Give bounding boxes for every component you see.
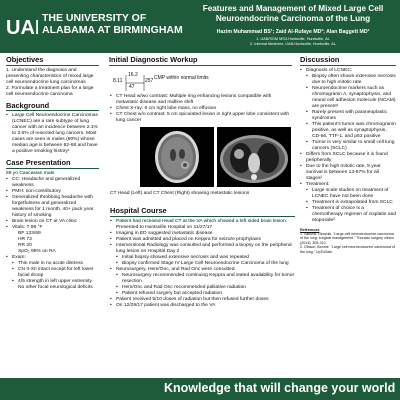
authors: Hazim Muhammad BS¹; Zaid Al-Rufaye MD²; … — [216, 29, 370, 35]
hospital-heading: Hospital Course — [110, 206, 167, 215]
affiliation-2: 2. Internal Medicine, UAB-Huntsville, Hu… — [250, 42, 336, 46]
list-item: Patient had received Head CT at the VA w… — [110, 219, 295, 231]
list-item: Chest X-ray: 6 cm right lobe mass, no ef… — [110, 106, 295, 112]
tagline: Knowledge that will change your world — [164, 381, 396, 395]
list-item: Differs from SCLC because it is found pe… — [300, 152, 396, 164]
poster-footer: Knowledge that will change your world — [0, 378, 400, 400]
cmp-diagram — [125, 75, 145, 91]
list-item: Neuroendocrine markers such as chromogra… — [300, 86, 396, 110]
discussion-heading: Discussion — [300, 56, 340, 64]
list-item: Generalized throbbing headache with forg… — [6, 195, 99, 219]
list-item: Large Cell Neuroendocrine Carcinomas (LC… — [6, 113, 99, 155]
references-heading: References — [300, 227, 320, 232]
objective-2: 2. Formulate a treatment plan for a larg… — [6, 85, 94, 97]
list-item: Treatment is extrapolated from SCLC — [300, 200, 396, 206]
list-item: 4/5 strength in left upper extremity. No… — [6, 279, 99, 291]
cmp-value-3: 47 — [129, 84, 135, 90]
reference-2: 2. Gibson, Bonnie. "Large cell neuroendo… — [300, 245, 395, 254]
poster-header: UAB THE UNIVERSITY OF ALABAMA AT BIRMING… — [0, 0, 400, 53]
hospital-course: Hospital Course Patient had received Hea… — [110, 206, 295, 309]
list-item: Thin male in no acute distress — [6, 261, 99, 267]
list-item: Treatment of choice is a chemotherapy re… — [300, 206, 396, 224]
list-item: Due to the high mitotic rate, 5 year sur… — [300, 164, 396, 182]
reference-1: 1. Sakurai, Hiroyuki. "Large-cell neuroe… — [300, 231, 394, 245]
cmp-value-1: 8.11 — [113, 78, 123, 84]
divider — [300, 64, 396, 66]
list-item: Initial biopsy showed extensive necrosis… — [110, 255, 295, 261]
list-item: PMH: non-contributory — [6, 189, 99, 195]
list-item: Patient was admitted and placed on Keppr… — [110, 237, 295, 243]
cmp-label: CMP within normal limits — [154, 75, 209, 81]
image-caption: CT Head (Left) and CT Chest (Right) show… — [110, 191, 250, 196]
list-item: CN II-XII intact except for left lower f… — [6, 267, 99, 279]
list-item: Vitals: T 98 °F — [6, 225, 99, 231]
poster-title-line2: Neuroendocrine Carcinoma of the Lung — [215, 14, 371, 23]
divider — [6, 64, 99, 66]
background-list: Large Cell Neuroendocrine Carcinomas (LC… — [6, 113, 99, 155]
middle-column: Initial Diagnostic Workup — [109, 56, 292, 376]
list-item: On 12/29/17 patient was discharged to th… — [110, 303, 295, 309]
vital-rr: RR 20 — [18, 242, 32, 248]
case-heading: Case Presentation — [6, 158, 71, 167]
list-item: Brain lesion on CT at VA clinic — [6, 219, 99, 225]
divider — [6, 110, 99, 111]
workup-findings: CT Head w/wo contrast: Multiple ring enh… — [110, 94, 295, 124]
cmp-value-2: 16.2 — [128, 72, 138, 78]
divider — [109, 64, 292, 66]
right-column: Discussion Diagnosis of LCNEC: Biopsy of… — [300, 56, 396, 376]
uab-logo: UAB — [6, 17, 38, 38]
list-item: Neurosurgery recommended continuing Kepp… — [110, 273, 295, 285]
list-item: Neurosurgery, Hem/Onc, and Rad Onc were … — [110, 267, 295, 273]
exam-label: Exam: — [6, 255, 99, 261]
list-item: Rarely present with paraneoplastic syndr… — [300, 110, 396, 122]
case-intro: 59 yo Caucasian male — [6, 170, 55, 176]
divider — [110, 215, 295, 217]
list-item: CC: Headache and generalized weakness — [6, 177, 99, 189]
list-item: Patient refused surgery but accepted rad… — [110, 291, 295, 297]
university-name-line2: ALABAMA AT BIRMINGHAM — [42, 24, 183, 36]
svg-text:UAB: UAB — [6, 17, 38, 38]
list-item: This patient's tumor was chromogranin po… — [300, 122, 396, 140]
list-item: Biopsy often shows extensive necrosis du… — [300, 74, 396, 86]
cmp-value-4: 257 — [145, 78, 154, 84]
list-item: Treatment: — [300, 182, 396, 188]
ct-images — [140, 127, 291, 187]
case-list: CC: Headache and generalized weakness PM… — [6, 177, 99, 291]
left-column: Objectives 1. Understand the diagnosis a… — [6, 56, 99, 376]
vital-spo2: SpO₂ 98% on RA — [18, 248, 56, 254]
objectives-heading: Objectives — [6, 56, 44, 64]
university-name-line1: THE UNIVERSITY OF — [42, 12, 147, 24]
list-item: CT Chest w/o contrast: 5 cm spiculated l… — [110, 112, 295, 124]
list-item: Diagnosis of LCNEC: — [300, 68, 396, 74]
workup-heading: Initial Diagnostic Workup — [109, 56, 198, 64]
poster-title-line1: Features and Management of Mixed Large C… — [202, 4, 384, 13]
list-item: Biopsy confirmed Stage IV Large Cell Neu… — [110, 261, 295, 267]
list-item: Patient received 5/10 doses of radiation… — [110, 297, 295, 303]
list-item: Tumor is very similar to small cell lung… — [300, 140, 396, 152]
background-heading: Background — [6, 100, 50, 110]
list-item: Interventional Radiology was consulted a… — [110, 243, 295, 255]
list-item: Large scale studies on treatment of LCNE… — [300, 188, 396, 200]
list-item: Hem/Onc and Rad Onc recommended palliati… — [110, 285, 295, 291]
list-item: CT Head w/wo contrast: Multiple ring enh… — [110, 94, 295, 106]
divider — [6, 167, 99, 169]
vital-hr: HR 73 — [18, 236, 32, 242]
affiliation-1: 1. UAB/SOM MS3-Huntsville, Huntsville, A… — [256, 37, 330, 41]
objective-1: 1. Understand the diagnosis and presenti… — [6, 67, 94, 85]
list-item: Imaging in ED suggested metastatic disea… — [110, 231, 295, 237]
ct-chest-image — [217, 127, 291, 187]
vital-bp: BP 133/69 — [18, 230, 41, 236]
ct-head-image — [140, 127, 214, 187]
